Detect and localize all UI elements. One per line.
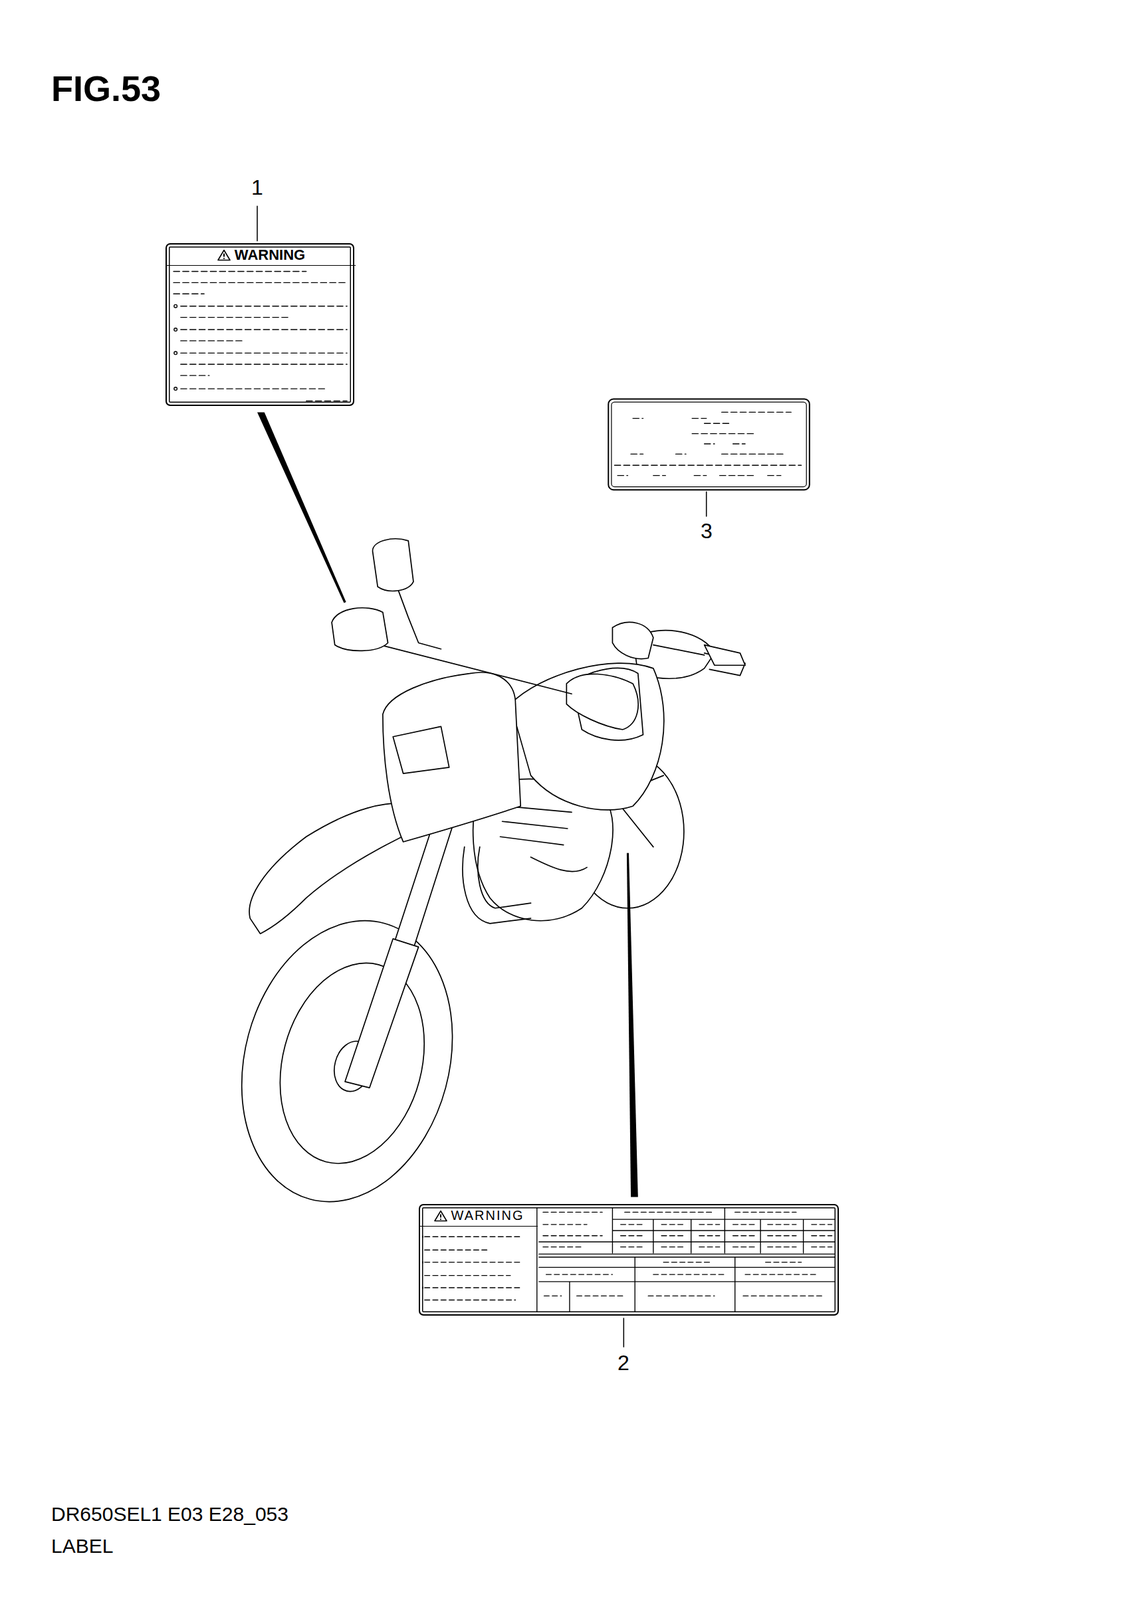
triangle-outline	[218, 249, 230, 260]
callout-number: 3	[700, 519, 713, 544]
exclamation-dot	[439, 1218, 441, 1220]
triangle-outline	[434, 1211, 447, 1222]
figure-caption: LABEL	[51, 1535, 113, 1558]
warning-triangle	[217, 249, 231, 262]
exclamation-dot	[223, 257, 225, 259]
exclamation-bar	[440, 1214, 442, 1218]
warning-heading: WARNING	[234, 246, 306, 264]
drawing-code: DR650SEL1 E03 E28_053	[51, 1503, 289, 1526]
label-header: WARNING	[166, 244, 356, 266]
callout-number: 2	[617, 1352, 630, 1376]
warning-label: WARNING	[418, 1204, 839, 1317]
exclamation-bar	[223, 253, 225, 257]
warning-triangle	[434, 1210, 448, 1223]
callout-number: 1	[251, 176, 264, 200]
warning-label: WARNING	[165, 243, 355, 407]
label-header: WARNING	[420, 1205, 538, 1228]
figure-title: FIG.53	[51, 69, 161, 109]
warning-heading: WARNING	[451, 1208, 525, 1224]
